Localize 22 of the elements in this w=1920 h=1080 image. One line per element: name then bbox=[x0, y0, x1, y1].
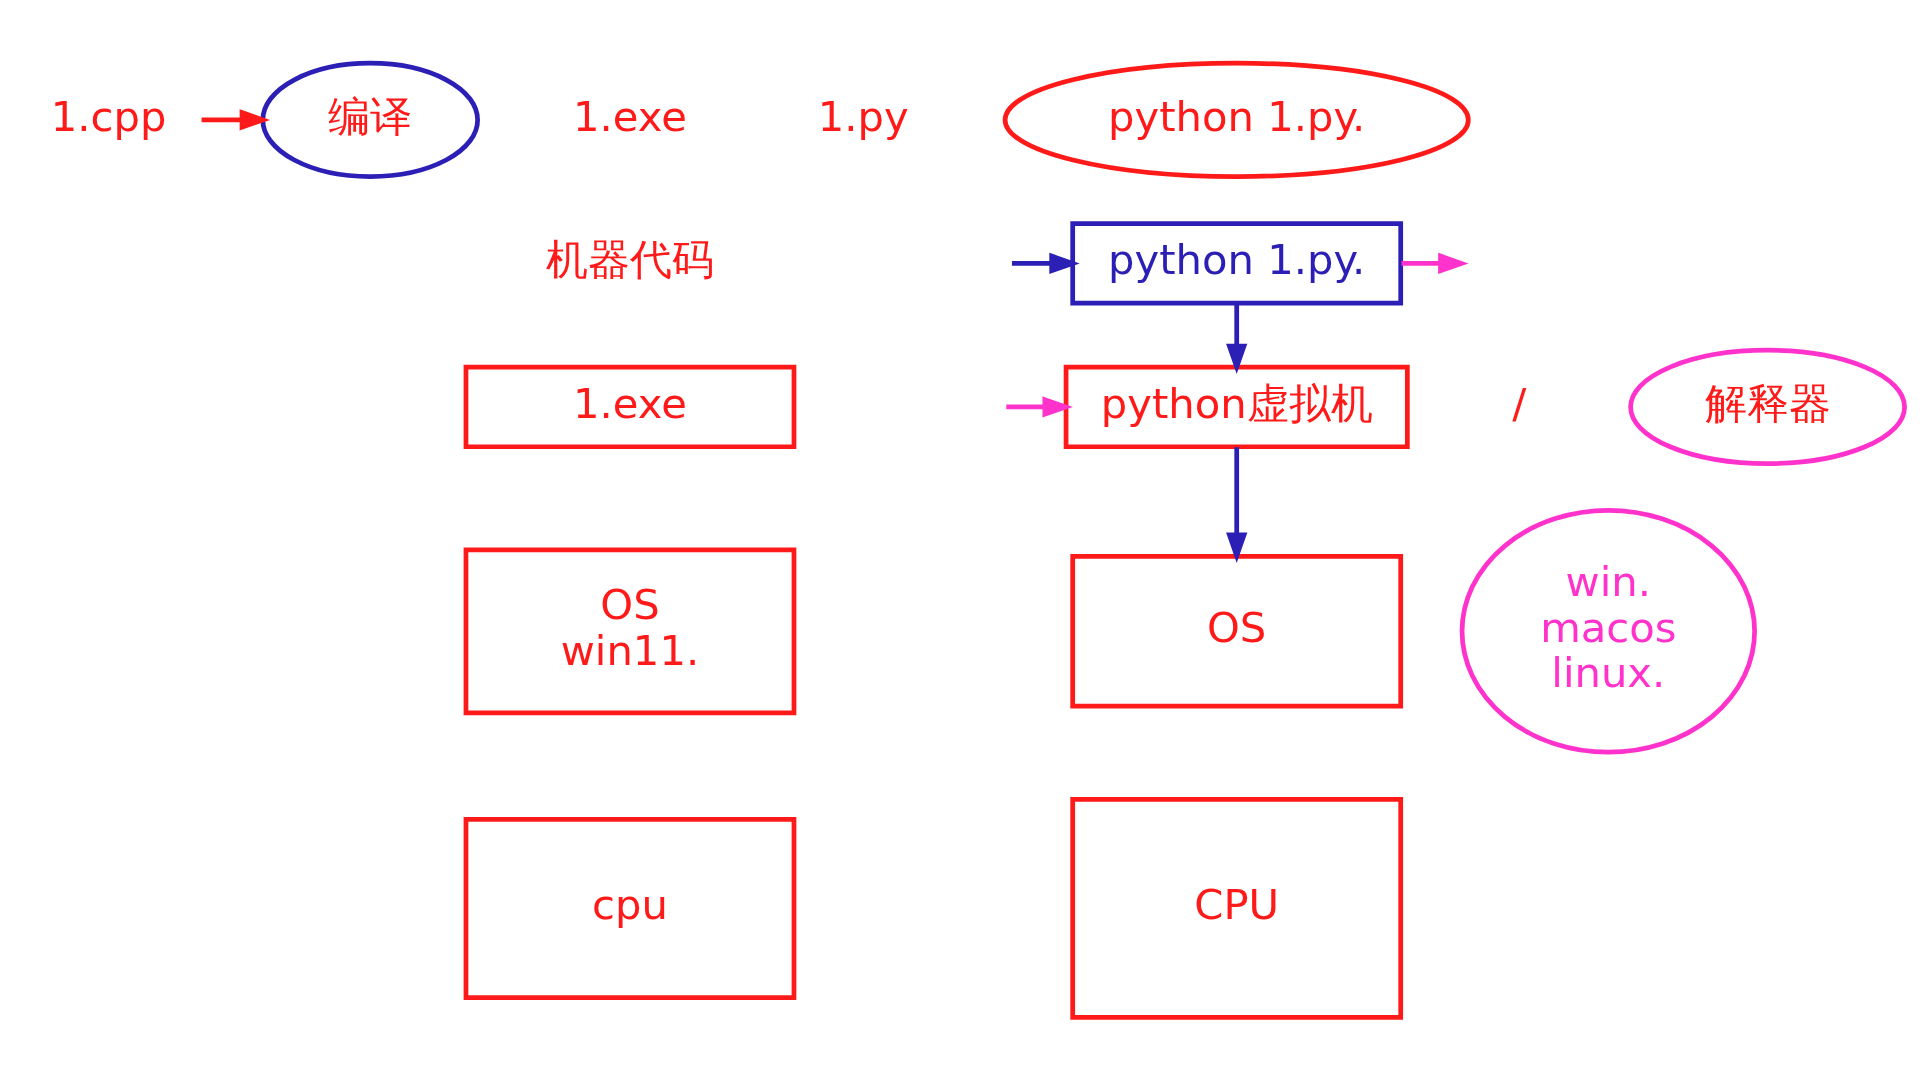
node-text: 1.cpp bbox=[50, 91, 167, 141]
node-box: OS win11. bbox=[463, 546, 797, 715]
node-box: cpu bbox=[463, 816, 797, 1000]
arrow bbox=[1401, 252, 1469, 274]
node-ellipse: 编译 bbox=[260, 60, 480, 179]
node-ellipse: 解释器 bbox=[1628, 347, 1907, 466]
node-ellipse: win. macos linux. bbox=[1459, 507, 1757, 755]
label: 1.py bbox=[817, 91, 909, 141]
node-ellipse: python 1.py. bbox=[1002, 60, 1471, 179]
label: / bbox=[1512, 378, 1527, 428]
label: 机器代码 bbox=[545, 234, 714, 284]
label: 1.exe bbox=[573, 91, 687, 141]
node-box: python虚拟机 bbox=[1063, 364, 1410, 449]
arrow bbox=[201, 108, 271, 131]
node-box: CPU bbox=[1070, 796, 1404, 1020]
node-box: python 1.py. bbox=[1070, 220, 1404, 306]
node-box: OS bbox=[1070, 553, 1404, 709]
arrow bbox=[1226, 446, 1248, 563]
node-box: 1.exe bbox=[463, 364, 797, 449]
arrow bbox=[1011, 252, 1080, 274]
arrow bbox=[1226, 303, 1248, 374]
arrow bbox=[1006, 395, 1073, 418]
